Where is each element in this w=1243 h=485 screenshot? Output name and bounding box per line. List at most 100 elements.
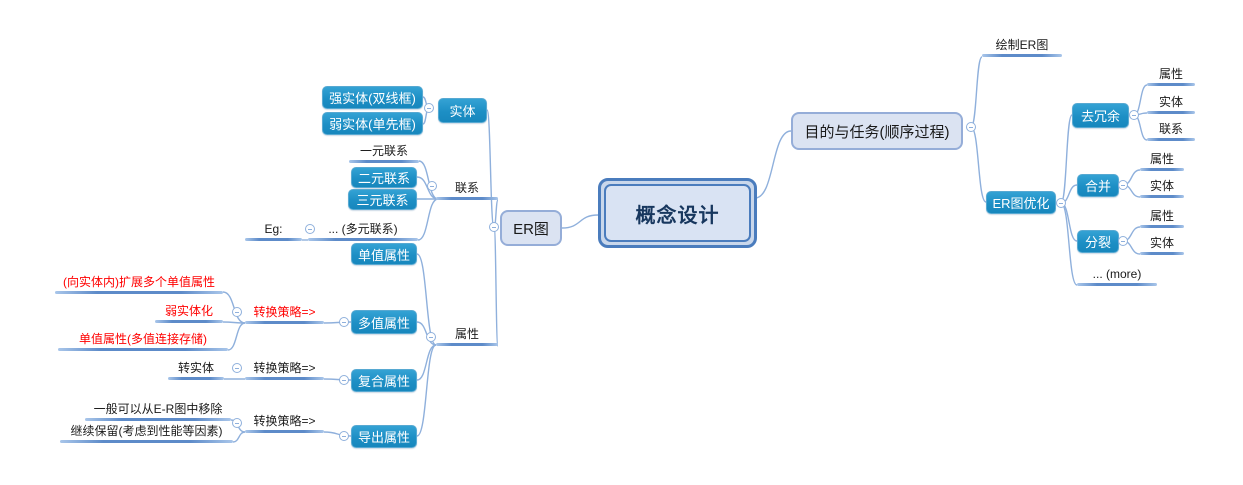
collapse-minus-icon[interactable] <box>1056 198 1066 208</box>
collapse-minus-icon[interactable] <box>1129 110 1139 120</box>
collapse-minus-icon[interactable] <box>232 363 242 373</box>
topic-label: ER图 <box>513 220 549 238</box>
topic-sp-entity[interactable]: 实体 <box>1140 235 1184 255</box>
topic-extend-single[interactable]: (向实体内)扩展多个单值属性 <box>55 274 223 294</box>
topic-composite[interactable]: 复合属性 <box>351 369 417 392</box>
central-topic[interactable]: 概念设计 <box>598 178 757 248</box>
topic-ternary-rel[interactable]: 三元联系 <box>348 189 417 210</box>
topic-remove-from-er[interactable]: 一般可以从E-R图中移除 <box>85 401 231 421</box>
topic-strategy-multi[interactable]: 转换策略=> <box>245 304 324 324</box>
branch-underline <box>58 348 228 351</box>
branch-underline <box>1140 225 1184 228</box>
branch-underline <box>245 321 324 324</box>
topic-multi-valued[interactable]: 多值属性 <box>351 310 417 334</box>
branch-underline <box>982 54 1062 57</box>
branch-underline <box>1147 111 1195 114</box>
topic-label: 去冗余 <box>1080 109 1120 124</box>
topic-label: 单值属性(多值连接存储) <box>79 332 207 346</box>
collapse-minus-icon[interactable] <box>426 332 436 342</box>
branch-underline <box>1147 83 1195 86</box>
topic-mg-attribute[interactable]: 属性 <box>1140 151 1184 171</box>
topic-label: 属性 <box>1158 67 1183 81</box>
branch-underline <box>60 440 233 443</box>
topic-er-diagram[interactable]: ER图 <box>500 210 562 246</box>
topic-label: 复合属性 <box>357 374 410 389</box>
topic-label: ... (more) <box>1092 267 1142 281</box>
collapse-minus-icon[interactable] <box>339 375 349 385</box>
topic-label: 继续保留(考虑到性能等因素) <box>70 424 223 438</box>
collapse-minus-icon[interactable] <box>339 431 349 441</box>
branch-underline <box>85 418 231 421</box>
topic-label: 实体 <box>449 104 476 119</box>
topic-label: 多值属性 <box>357 315 410 331</box>
topic-label: ER图优化 <box>992 196 1050 211</box>
topic-label: 实体 <box>1149 236 1174 250</box>
topic-single-concat[interactable]: 单值属性(多值连接存储) <box>58 331 228 351</box>
topic-label: 分裂 <box>1084 235 1111 250</box>
topic-strong-entity[interactable]: 强实体(双线框) <box>322 86 423 109</box>
topic-label: (向实体内)扩展多个单值属性 <box>63 275 215 289</box>
topic-draw-er[interactable]: 绘制ER图 <box>982 37 1062 57</box>
topic-to-entity[interactable]: 转实体 <box>168 360 224 380</box>
collapse-minus-icon[interactable] <box>489 222 499 232</box>
branch-underline <box>308 238 418 241</box>
topic-label: 目的与任务(顺序过程) <box>804 123 950 141</box>
topic-label: 转换策略=> <box>253 305 316 319</box>
topic-label: 转换策略=> <box>253 361 316 375</box>
topic-dr-entity[interactable]: 实体 <box>1147 94 1195 114</box>
branch-underline <box>155 320 223 323</box>
collapse-minus-icon[interactable] <box>427 181 437 191</box>
topic-er-optimize[interactable]: ER图优化 <box>986 191 1056 214</box>
topic-dr-relationship[interactable]: 联系 <box>1147 121 1195 141</box>
topic-label: 联系 <box>1158 122 1183 136</box>
branch-underline <box>1140 252 1184 255</box>
topic-nary-rel[interactable]: ... (多元联系) <box>308 221 418 241</box>
collapse-minus-icon[interactable] <box>1118 180 1128 190</box>
topic-binary-rel[interactable]: 二元联系 <box>351 167 417 188</box>
topic-more[interactable]: ... (more) <box>1077 266 1157 286</box>
topic-purpose[interactable]: 目的与任务(顺序过程) <box>791 112 963 150</box>
branch-underline <box>436 343 498 346</box>
collapse-minus-icon[interactable] <box>305 224 315 234</box>
collapse-minus-icon[interactable] <box>339 317 349 327</box>
topic-label: 一元联系 <box>359 144 408 158</box>
topic-deredundancy[interactable]: 去冗余 <box>1072 103 1129 128</box>
topic-eg[interactable]: Eg: <box>245 221 302 241</box>
branch-underline <box>245 430 324 433</box>
topic-weak-entity[interactable]: 弱实体(单先框) <box>322 112 423 135</box>
topic-label: 弱实体化 <box>164 304 213 318</box>
collapse-minus-icon[interactable] <box>1118 236 1128 246</box>
topic-derived[interactable]: 导出属性 <box>351 425 417 448</box>
topic-split[interactable]: 分裂 <box>1077 230 1119 253</box>
collapse-minus-icon[interactable] <box>966 122 976 132</box>
topic-relationship[interactable]: 联系 <box>436 180 498 200</box>
topic-label: 单值属性 <box>357 247 410 263</box>
collapse-minus-icon[interactable] <box>232 307 242 317</box>
topic-strategy-der[interactable]: 转换策略=> <box>245 413 324 433</box>
topic-attribute[interactable]: 属性 <box>436 326 498 346</box>
topic-label: 联系 <box>454 181 479 195</box>
topic-weak-entityize[interactable]: 弱实体化 <box>155 303 223 323</box>
topic-entity[interactable]: 实体 <box>438 98 487 123</box>
branch-underline <box>436 197 498 200</box>
branch-underline <box>1077 283 1157 286</box>
topic-merge[interactable]: 合并 <box>1077 174 1119 197</box>
topic-label: 属性 <box>454 327 479 341</box>
topic-label: 属性 <box>1149 209 1174 223</box>
branch-underline <box>1147 138 1195 141</box>
topic-sp-attribute[interactable]: 属性 <box>1140 208 1184 228</box>
topic-strategy-comp[interactable]: 转换策略=> <box>245 360 324 380</box>
topic-label: Eg: <box>264 222 283 236</box>
topic-dr-attribute[interactable]: 属性 <box>1147 66 1195 86</box>
collapse-minus-icon[interactable] <box>232 418 242 428</box>
central-topic-label: 概念设计 <box>604 184 751 242</box>
topic-mg-entity[interactable]: 实体 <box>1140 178 1184 198</box>
topic-label: 属性 <box>1149 152 1174 166</box>
topic-keep-retain[interactable]: 继续保留(考虑到性能等因素) <box>60 423 233 443</box>
branch-underline <box>349 160 419 163</box>
collapse-minus-icon[interactable] <box>424 103 434 113</box>
topic-single-valued[interactable]: 单值属性 <box>351 243 417 265</box>
topic-unary-rel[interactable]: 一元联系 <box>349 143 419 163</box>
branch-underline <box>1140 168 1184 171</box>
